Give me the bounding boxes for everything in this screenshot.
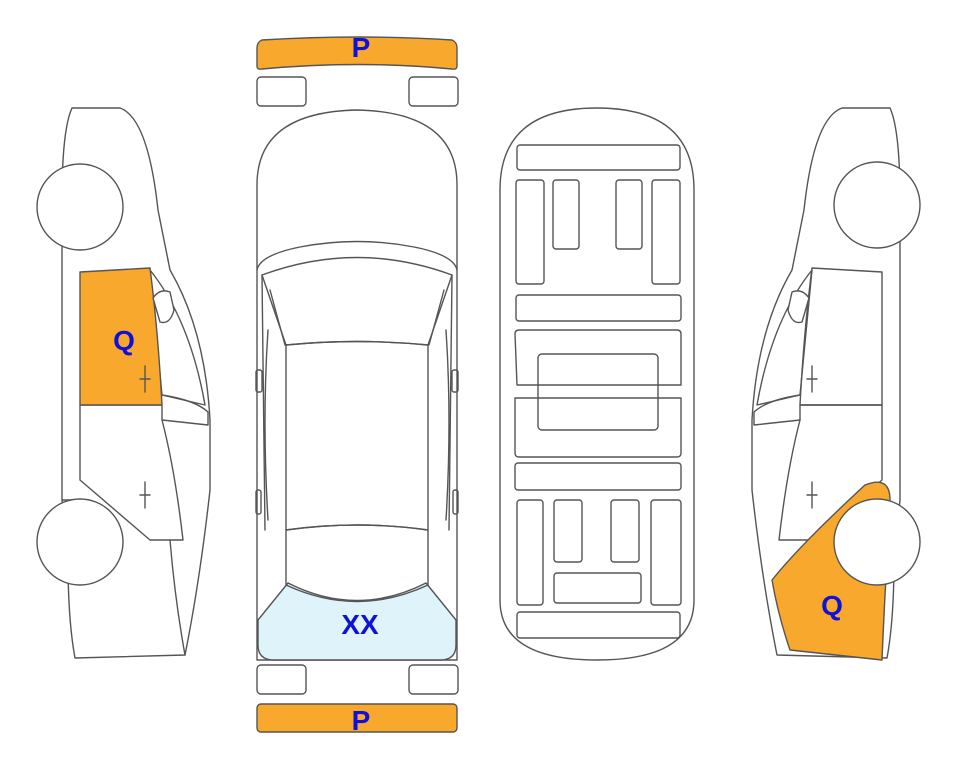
underside-panel-14 (516, 611, 681, 639)
hood-line (256, 240, 458, 271)
left-side-mirror (152, 290, 175, 324)
rear-window-shape (257, 582, 457, 661)
left-rear-wheel (36, 498, 124, 586)
underside-panel-13 (553, 572, 642, 604)
underside-panel-2 (515, 179, 545, 285)
rear-right-light (408, 664, 459, 695)
underside-panel-6 (515, 294, 682, 322)
underside-body (499, 107, 695, 661)
front-right-headlight (408, 76, 459, 107)
left-door-line (264, 289, 286, 521)
left-front-wheel (36, 163, 124, 251)
underside-panel-5 (651, 179, 681, 285)
underside-panel-12 (650, 499, 682, 606)
rear-bumper[interactable]: P (256, 703, 458, 736)
rear-bumper-label: P (352, 705, 371, 736)
left-side-belt (161, 394, 209, 426)
front-bumper-shape (256, 36, 458, 70)
left-mirror (255, 369, 263, 393)
rear-left-light (256, 664, 307, 695)
right-side-belt (753, 394, 801, 426)
underside-panel-8 (514, 462, 682, 491)
underside-panel-10 (553, 499, 583, 563)
right-rear-quarter-label: Q (821, 590, 843, 621)
right-rear-wheel (833, 498, 921, 586)
car-top-view: XX (255, 109, 459, 661)
right-front-handle (806, 365, 818, 393)
front-bumper-label: P (352, 32, 371, 63)
right-front-wheel (833, 161, 921, 249)
right-pillar (448, 274, 453, 531)
underside-panel-7 (514, 329, 682, 458)
roof (285, 340, 429, 531)
car-right-side-view: Q (751, 107, 921, 661)
left-front-door[interactable]: Q (79, 267, 163, 406)
rear-window[interactable]: XX (257, 582, 457, 661)
rear-bumper-shape (256, 703, 458, 733)
front-left-headlight (256, 76, 307, 107)
front-bumper[interactable]: P (256, 32, 458, 70)
underside-panel-9 (516, 499, 544, 606)
windshield (261, 256, 453, 346)
left-side-window (149, 269, 206, 406)
right-side-body (751, 107, 901, 659)
right-side-rear-door (778, 404, 883, 541)
underside-center-panel (537, 353, 659, 431)
right-side-mirror (787, 290, 810, 324)
right-side-window (756, 269, 813, 406)
car-underside-view (499, 107, 695, 661)
left-front-handle (139, 365, 151, 393)
left-side-body (61, 107, 211, 659)
underside-panel-11 (610, 499, 640, 563)
left-side-rear-door (79, 404, 184, 541)
right-door-line (428, 289, 450, 521)
left-pillar (261, 274, 266, 531)
underside-panel-1 (516, 144, 681, 171)
underside-panel-4 (615, 179, 643, 250)
car-left-side-view: Q (36, 107, 211, 659)
underside-panel-3 (552, 179, 580, 250)
left-rear-handle (139, 481, 151, 509)
right-handle (452, 489, 459, 515)
right-rear-handle (806, 481, 818, 509)
rear-window-label: XX (341, 609, 379, 640)
right-mirror (451, 369, 459, 393)
car-top-body (256, 109, 458, 661)
trunk-line (285, 524, 429, 603)
left-handle (255, 489, 262, 515)
left-front-door-shape (79, 267, 163, 406)
left-front-door-label: Q (113, 325, 135, 356)
